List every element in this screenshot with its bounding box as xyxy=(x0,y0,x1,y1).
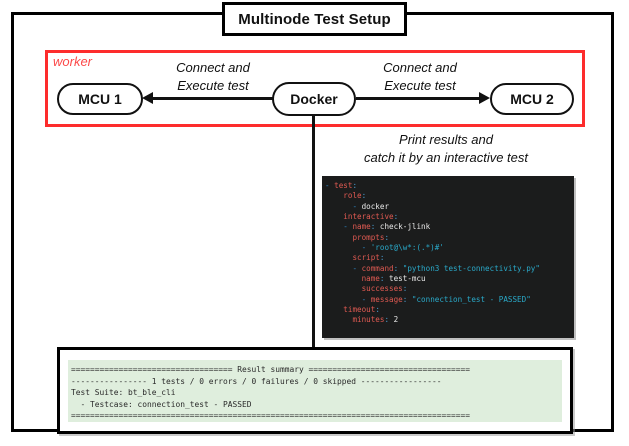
node-docker[interactable]: Docker xyxy=(272,82,356,116)
edge-label-line2: Execute test xyxy=(177,78,249,93)
edge-label-docker-to-mcu2: Connect and Execute test xyxy=(362,59,478,95)
edge-label-line2: Execute test xyxy=(384,78,456,93)
edge-line-docker-to-mcu1 xyxy=(152,97,274,100)
yaml-code-block: - test: role: - docker interactive: - na… xyxy=(322,176,574,338)
arrowhead-docker-to-mcu2 xyxy=(479,92,490,104)
edge-label-line1: Connect and xyxy=(383,60,457,75)
edge-label-line1: Connect and xyxy=(176,60,250,75)
node-mcu2[interactable]: MCU 2 xyxy=(490,83,574,115)
arrowhead-docker-to-mcu1 xyxy=(142,92,153,104)
page-title: Multinode Test Setup xyxy=(238,10,391,28)
edge-label-docker-to-mcu1: Connect and Execute test xyxy=(155,59,271,95)
diagram-title-box: Multinode Test Setup xyxy=(222,2,407,36)
node-mcu1-label: MCU 1 xyxy=(78,91,122,107)
edge-label-line2: catch it by an interactive test xyxy=(363,150,529,165)
worker-group-box xyxy=(45,50,585,127)
edge-label-line1: Print results and xyxy=(399,132,493,147)
yaml-code-text: - test: role: - docker interactive: - na… xyxy=(325,181,540,325)
node-mcu2-label: MCU 2 xyxy=(510,91,554,107)
node-docker-label: Docker xyxy=(290,91,338,107)
edge-line-docker-to-results xyxy=(312,116,315,348)
edge-label-docker-to-results: Print results and catch it by an interac… xyxy=(322,131,570,167)
node-mcu1[interactable]: MCU 1 xyxy=(57,83,143,115)
result-summary-text: ================================== Resul… xyxy=(71,365,471,421)
result-summary-panel: ================================== Resul… xyxy=(68,360,562,422)
worker-group-label: worker xyxy=(53,54,93,69)
edge-line-docker-to-mcu2 xyxy=(356,97,480,100)
